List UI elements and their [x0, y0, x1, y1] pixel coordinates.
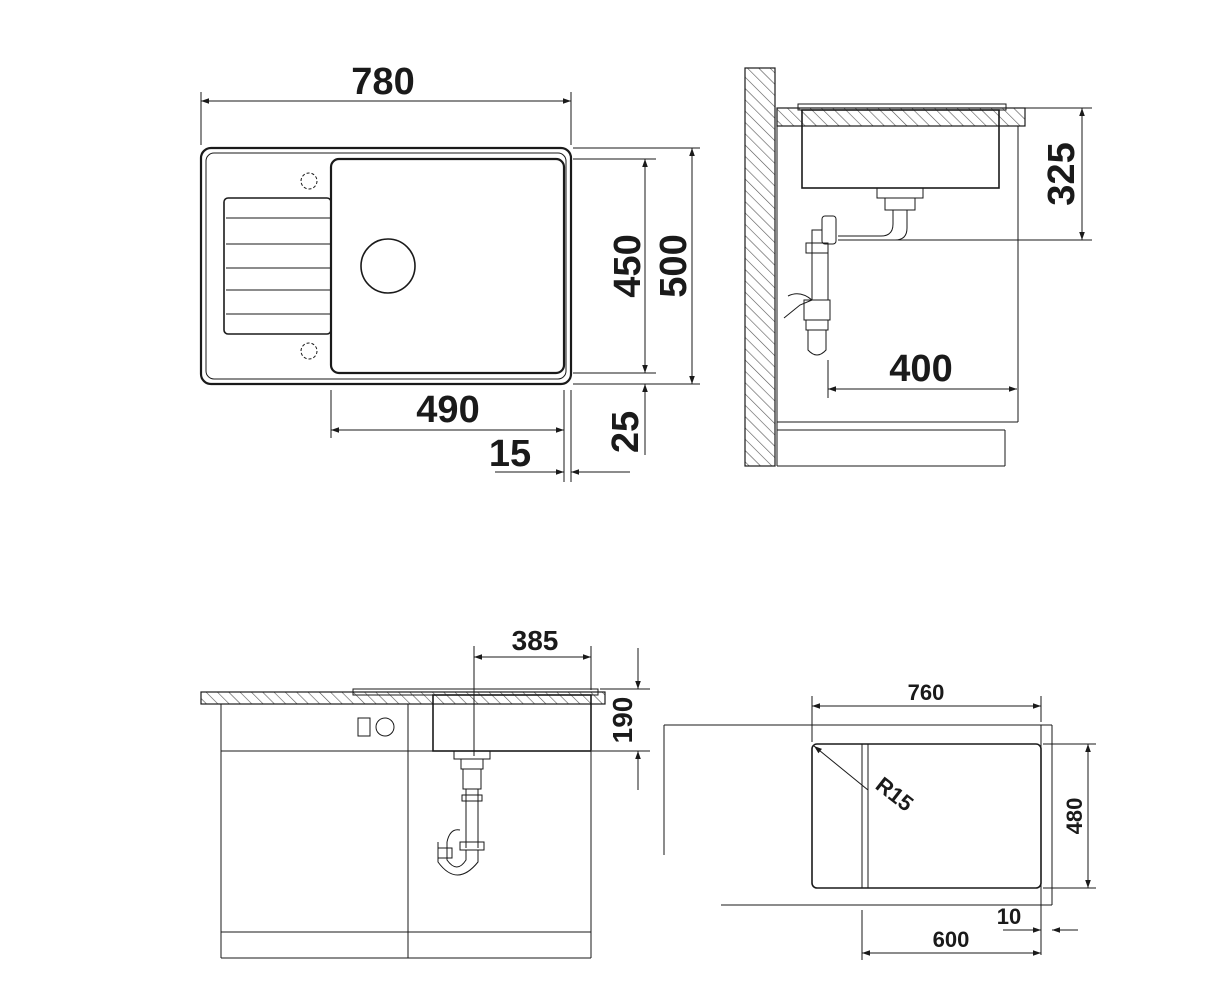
dim-25: 25	[605, 411, 647, 453]
cutout-outline	[811, 743, 1042, 889]
dim-15: 15	[489, 433, 531, 475]
side-worktop	[776, 107, 1026, 127]
label-radius: R15	[871, 772, 918, 817]
dim-385: 385	[512, 625, 559, 656]
dim-490: 490	[416, 389, 479, 431]
dim-325: 325	[1041, 142, 1083, 205]
tap-hole-top	[300, 172, 318, 190]
side-view: 325 400	[744, 67, 1092, 467]
dim-760: 760	[908, 680, 945, 705]
control-knob-round	[375, 717, 395, 737]
dim-500: 500	[653, 234, 695, 297]
dim-600: 600	[933, 927, 970, 952]
drain-hole	[360, 238, 416, 294]
cutout-view: R15 760 480 600 10	[663, 680, 1096, 960]
sink-inner-rim	[205, 152, 567, 380]
bowl	[329, 157, 566, 375]
front-view: 385 190	[200, 625, 650, 959]
control-knob-square	[357, 717, 371, 737]
front-bowl	[432, 694, 592, 752]
front-worktop	[200, 691, 606, 705]
dim-480: 480	[1062, 798, 1087, 835]
sink-outline	[199, 146, 573, 386]
dim-450: 450	[607, 234, 649, 297]
wall	[744, 67, 776, 467]
dim-10: 10	[997, 904, 1021, 929]
dim-190: 190	[607, 697, 638, 744]
tap-hole-bottom	[300, 342, 318, 360]
dim-400: 400	[889, 348, 952, 390]
dim-780: 780	[351, 61, 414, 103]
top-view: 780 450 500 25 490 15	[199, 61, 700, 482]
